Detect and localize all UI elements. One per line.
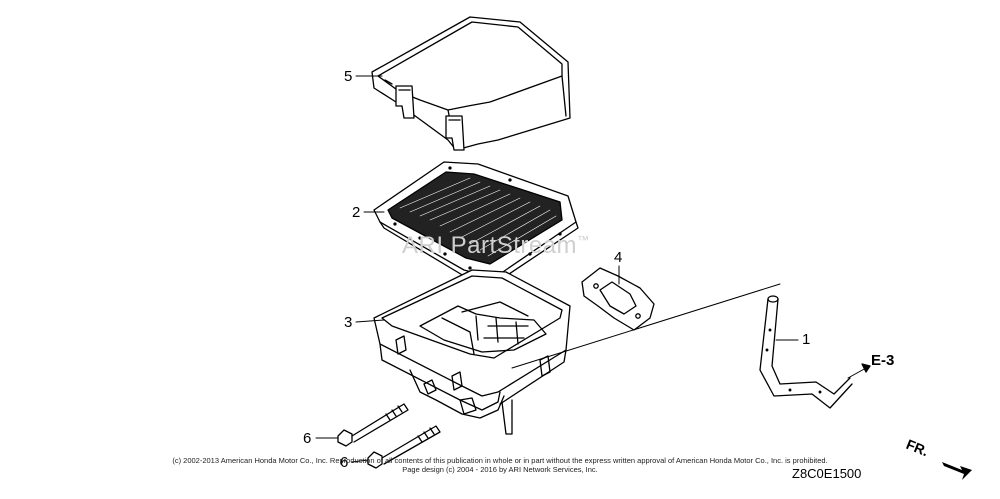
air-cleaner-case xyxy=(373,269,571,435)
leader-6b xyxy=(351,459,369,463)
gasket xyxy=(581,267,655,331)
callout-5: 5 xyxy=(344,68,353,85)
callout-4: 4 xyxy=(614,249,623,266)
air-cleaner-cover xyxy=(371,16,571,151)
diagram-code: Z8C0E1500 xyxy=(792,466,862,481)
front-direction-arrow-icon xyxy=(942,462,972,480)
air-filter-element xyxy=(373,161,579,285)
reference-arrow xyxy=(847,367,867,379)
callout-6-lower: 6 xyxy=(340,454,349,471)
bolt-upper xyxy=(337,403,409,447)
bolt-lower xyxy=(367,425,441,469)
breather-tube xyxy=(759,295,853,409)
callout-6-upper: 6 xyxy=(303,430,312,447)
copyright-line-2: Page design (c) 2004 - 2016 by ARI Netwo… xyxy=(402,465,598,474)
watermark: ARI PartStream™ xyxy=(402,232,590,259)
reference-label: E-3 xyxy=(871,352,895,369)
leader-3 xyxy=(355,319,385,323)
callout-3: 3 xyxy=(344,314,353,331)
copyright-line-1: (c) 2002-2013 American Honda Motor Co., … xyxy=(172,456,828,465)
callout-1: 1 xyxy=(802,331,811,348)
callout-2: 2 xyxy=(352,204,361,221)
